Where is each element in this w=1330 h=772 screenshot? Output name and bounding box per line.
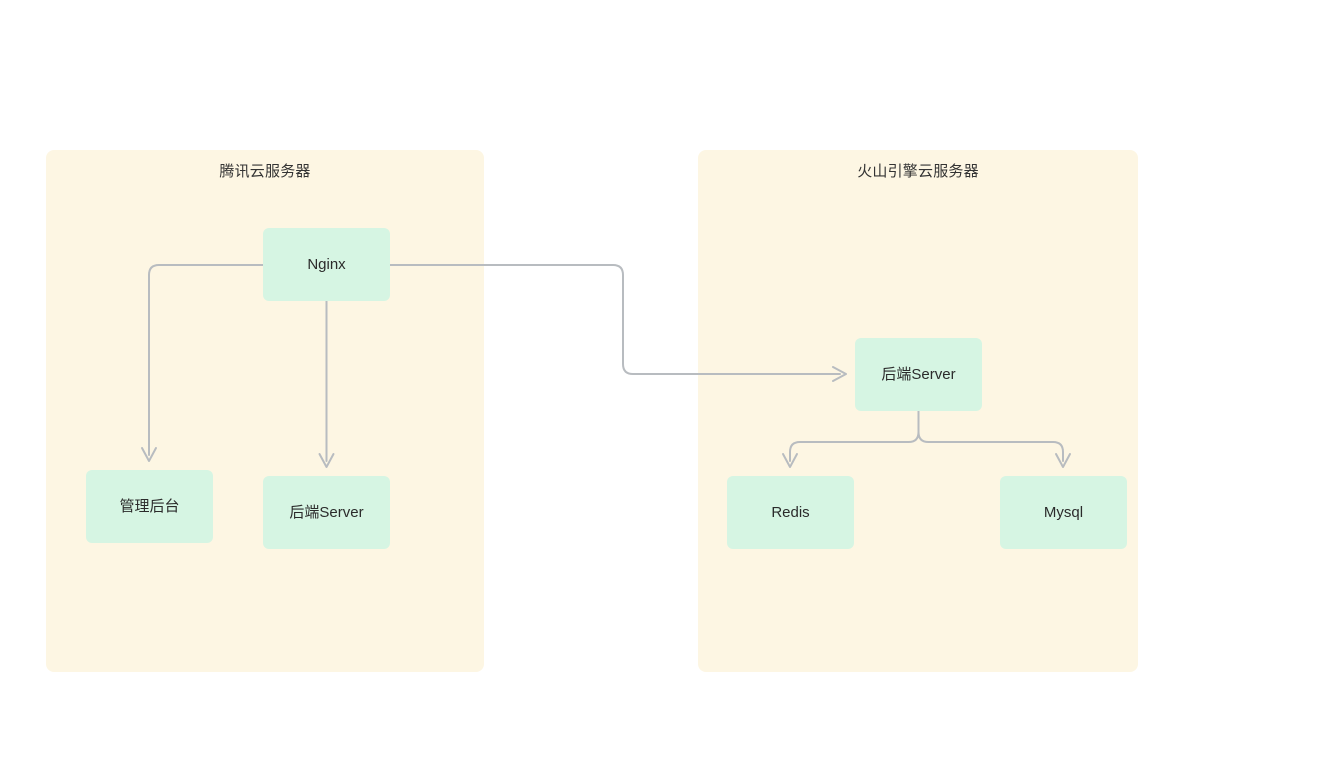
node-label: Mysql [1043,503,1084,521]
group-volcano-cloud[interactable]: 火山引擎云服务器 [698,150,1138,672]
node-label: 后端Server [289,503,364,521]
node-label: 管理后台 [119,497,180,515]
node-label: Redis [771,503,810,521]
node-nginx[interactable]: Nginx [263,228,390,301]
group-title-tencent-cloud: 腾讯云服务器 [219,163,311,180]
node-backend-server-left[interactable]: 后端Server [263,476,390,549]
node-redis[interactable]: Redis [727,476,854,549]
node-label: Nginx [307,255,346,273]
group-title-volcano-cloud: 火山引擎云服务器 [857,163,979,180]
node-label: 后端Server [881,365,956,383]
node-mysql[interactable]: Mysql [1000,476,1127,549]
node-backend-server-right[interactable]: 后端Server [855,338,982,411]
node-admin-console[interactable]: 管理后台 [86,470,213,543]
